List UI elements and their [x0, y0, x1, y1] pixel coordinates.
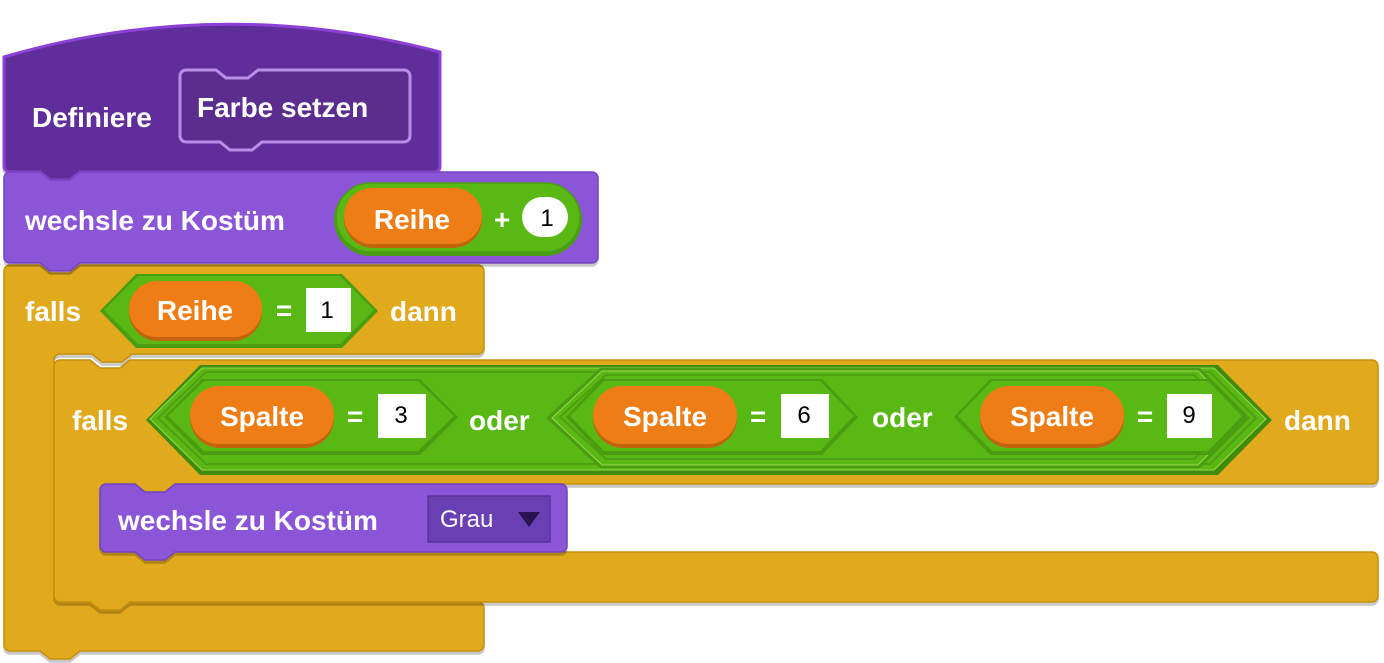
reihe-variable-reporter-2[interactable]: [129, 281, 262, 341]
equals-sign-1: =: [347, 401, 363, 432]
custom-block-name: Farbe setzen: [197, 92, 368, 123]
spalte-label-1: Spalte: [220, 401, 304, 432]
reihe-variable-reporter-1[interactable]: [344, 188, 482, 248]
value-3: 3: [394, 402, 407, 429]
define-prototype-slot[interactable]: [178, 68, 412, 152]
dann-label-inner: dann: [1284, 405, 1351, 436]
spalte-variable-reporter-1[interactable]: [190, 386, 334, 448]
oder-label-1: oder: [469, 405, 530, 436]
operand-input-plus[interactable]: [522, 197, 568, 237]
value-9: 9: [1182, 402, 1195, 429]
falls-label-outer: falls: [25, 296, 81, 327]
value-input-3[interactable]: [378, 394, 426, 438]
define-keyword: Definiere: [32, 102, 152, 133]
spalte-variable-reporter-2[interactable]: [593, 386, 737, 448]
spalte-label-3: Spalte: [1010, 401, 1094, 432]
costume-dropdown-value: Grau: [440, 506, 493, 533]
value-6: 6: [797, 402, 810, 429]
equals-sign-3: =: [1137, 401, 1153, 432]
spalte-label-2: Spalte: [623, 401, 707, 432]
oder-label-2: oder: [872, 402, 933, 433]
value-input-9[interactable]: [1167, 394, 1212, 438]
switch-costume-label-2: wechsle zu Kostüm: [117, 505, 378, 536]
value-input-outer[interactable]: [306, 288, 351, 332]
switch-costume-label-1: wechsle zu Kostüm: [24, 205, 285, 236]
reihe-label-2: Reihe: [157, 295, 233, 326]
dann-label-outer: dann: [390, 296, 457, 327]
equals-sign-2: =: [750, 401, 766, 432]
equals-sign-outer: =: [276, 295, 292, 326]
spalte-variable-reporter-3[interactable]: [980, 386, 1124, 448]
outer-value: 1: [320, 297, 333, 324]
triangle-down-icon[interactable]: [518, 512, 540, 527]
plus-sign: +: [494, 204, 510, 235]
falls-label-inner: falls: [72, 405, 128, 436]
value-input-6[interactable]: [781, 394, 829, 438]
reihe-label-1: Reihe: [374, 204, 450, 235]
plus-operand-value: 1: [540, 205, 553, 232]
